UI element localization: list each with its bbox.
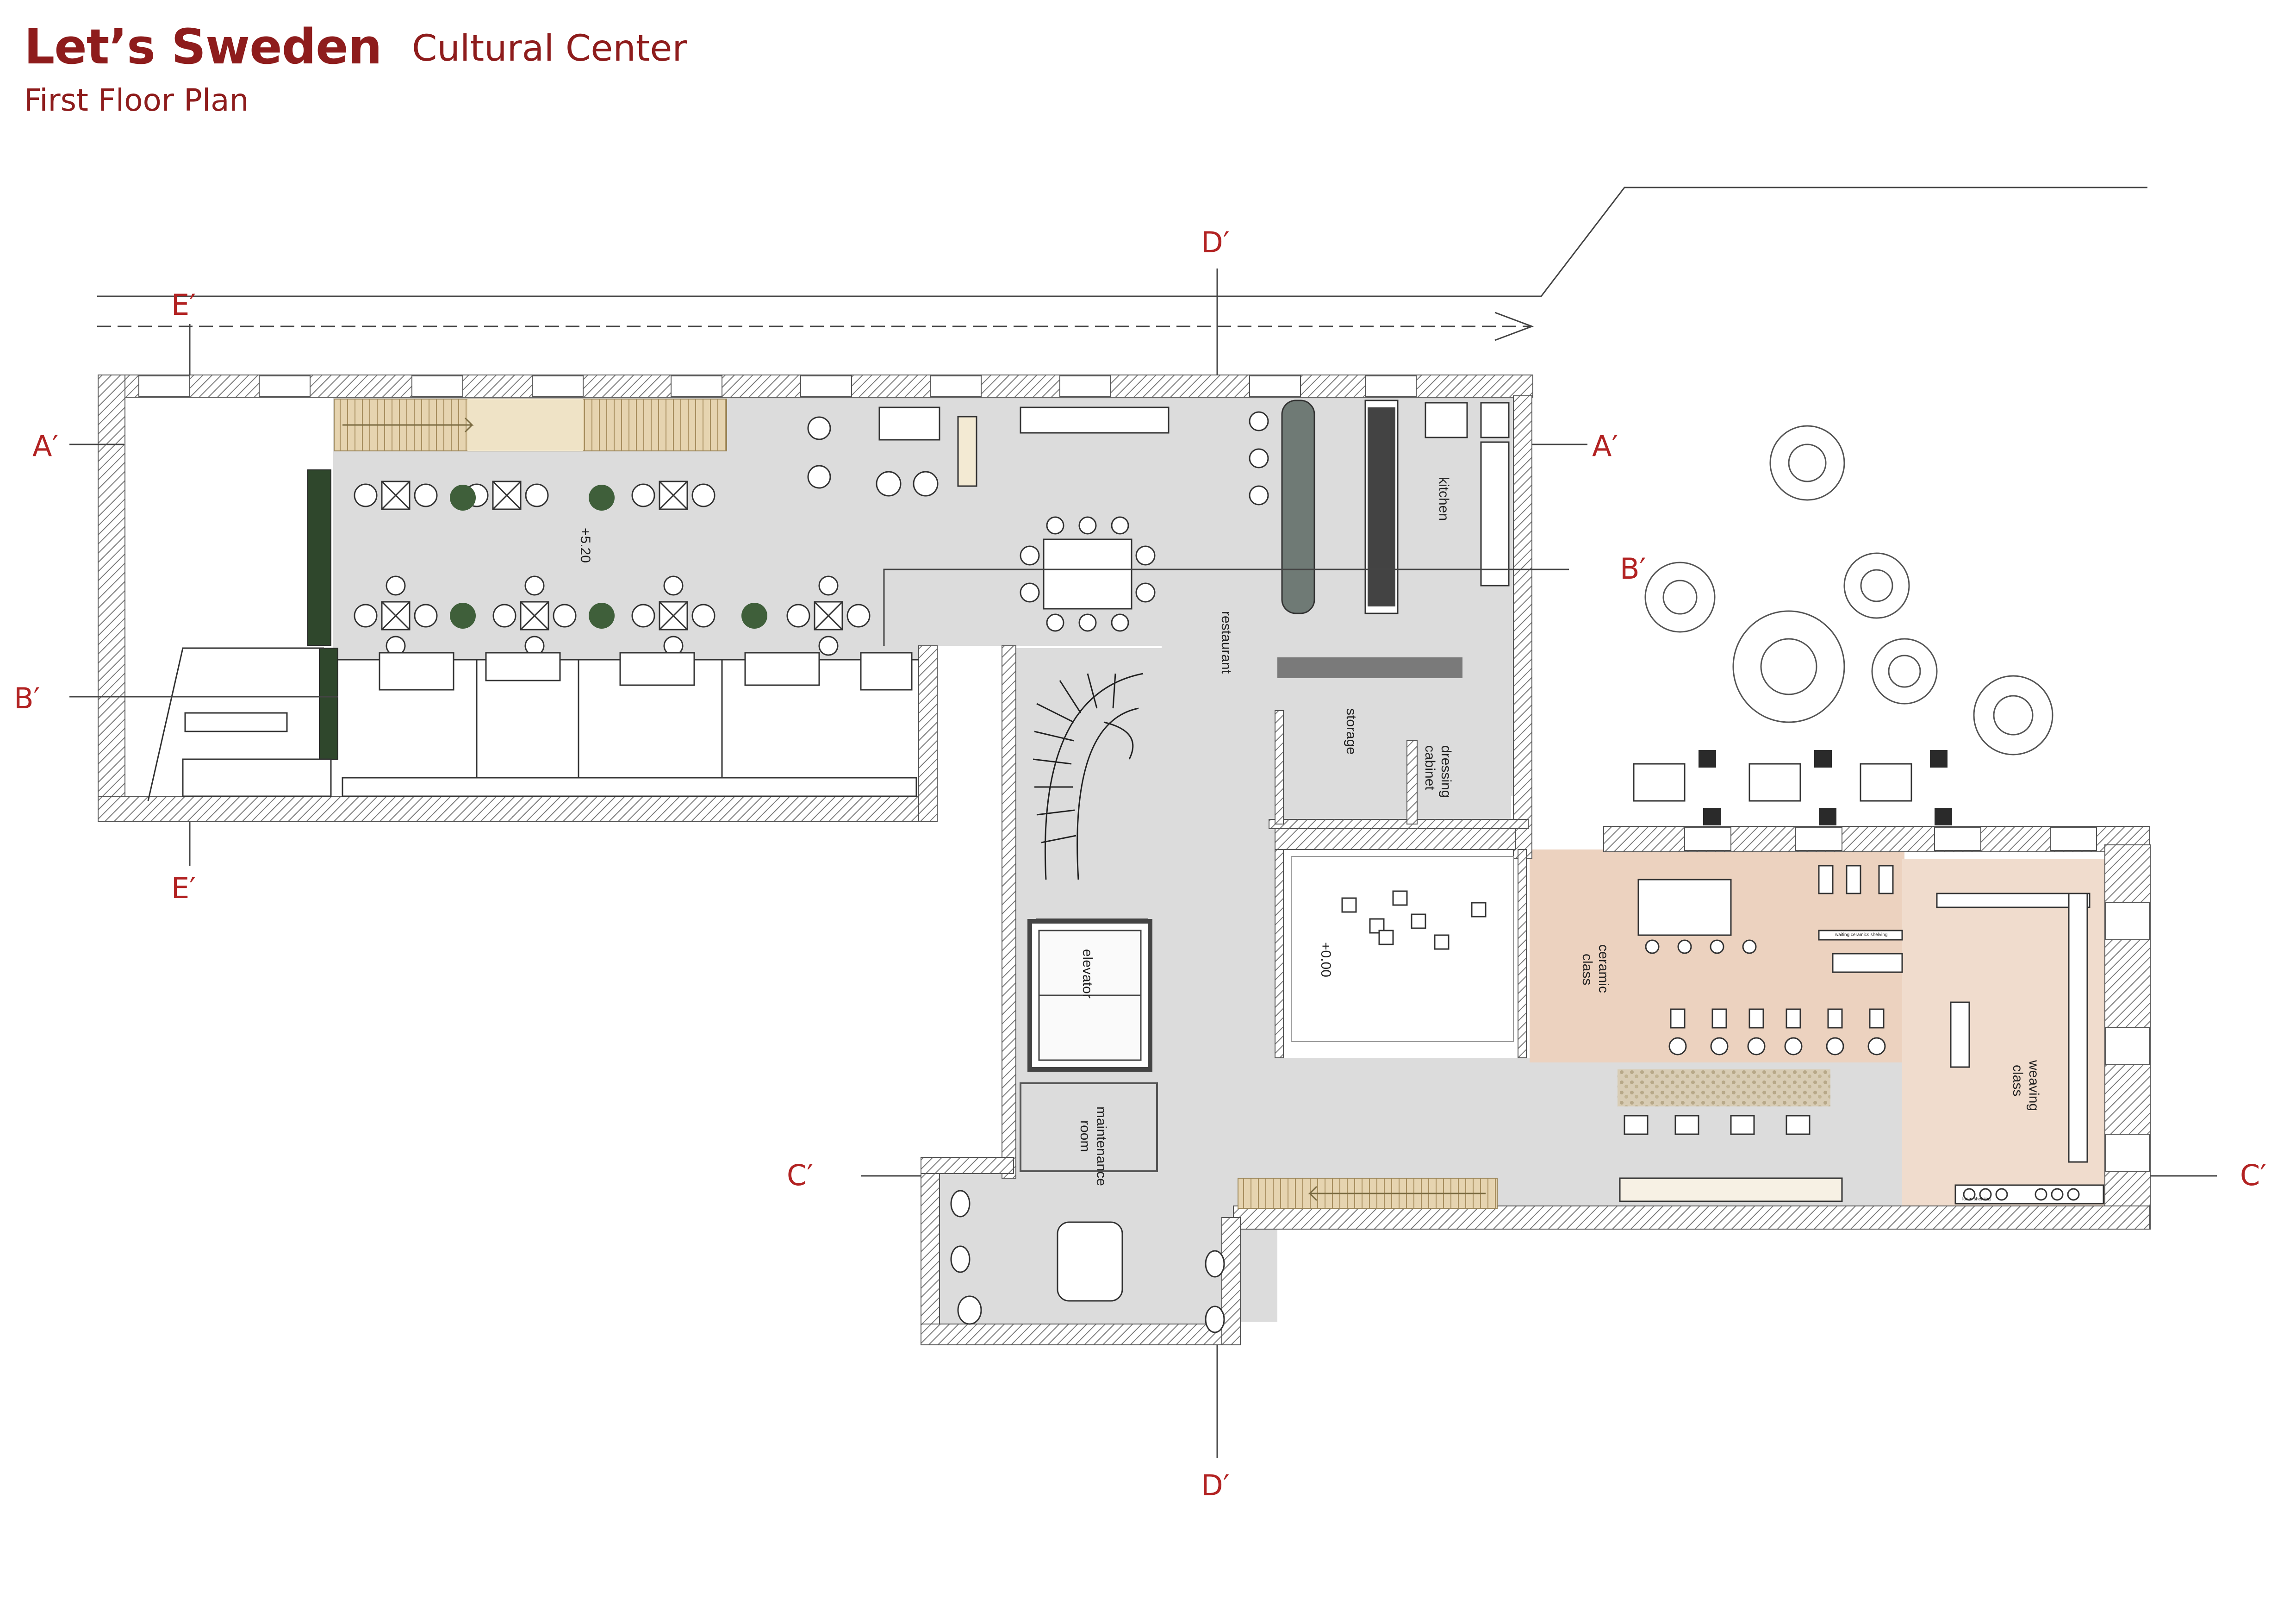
outdoor-terrace [1633, 763, 1912, 802]
section-marker-b-right: B′ [1620, 552, 1646, 586]
level-upper: +5.20 [578, 528, 593, 563]
room-label-elevator: elevator [1080, 949, 1095, 999]
table-crosses [381, 481, 843, 631]
section-marker-c-right: C′ [2240, 1158, 2266, 1192]
kitchen-equipment [1364, 400, 1510, 614]
page-subtitle: Cultural Center [412, 28, 687, 69]
stairs [334, 399, 1498, 1209]
planter-boxes [307, 469, 338, 760]
site-lines [97, 187, 2147, 341]
room-label-dressing: dressing [1438, 745, 1454, 798]
room-label-storage: storage [1344, 708, 1359, 755]
section-marker-c-left: C′ [787, 1158, 813, 1192]
room-label-restaurant: restaurant [1219, 611, 1234, 674]
section-marker-e-bottom: E′ [171, 871, 196, 905]
lower-corridor-benches [1619, 1115, 1843, 1202]
room-label-class: class [1580, 954, 1595, 985]
page-title: Let’s Sweden [24, 19, 382, 75]
weaving-class-furniture [1936, 893, 2104, 1205]
section-lines [69, 269, 2217, 1458]
plants [450, 485, 767, 629]
section-marker-a-right: A′ [1592, 429, 1618, 463]
west-wing-rooms [147, 647, 919, 801]
room-label-weaving: weaving [2026, 1060, 2041, 1111]
service-counter [1277, 657, 1462, 678]
room-label-cabinet: cabinet [1422, 745, 1437, 790]
pebble-bench [1618, 1069, 1830, 1106]
room-label-kitchen: kitchen [1436, 477, 1451, 521]
toilet-fixtures [950, 1190, 1225, 1333]
section-marker-d-top: D′ [1201, 225, 1230, 259]
section-marker-a-left: A′ [32, 429, 59, 463]
room-label-maintenance: maintenance [1094, 1106, 1109, 1186]
bar-counter [1281, 400, 1315, 614]
ceramic-class-furniture [1637, 865, 1903, 1056]
section-marker-e-top: E′ [171, 288, 196, 322]
plan-name: First Floor Plan [24, 82, 249, 118]
label-shelving: waiting ceramics shelving [1835, 932, 1887, 937]
section-marker-d-bottom: D′ [1201, 1468, 1230, 1502]
restaurant-chairs [354, 411, 1269, 656]
level-lower: +0.00 [1318, 942, 1333, 977]
label-loom-shelving: loom shelving [1962, 1197, 1991, 1202]
room-label-room: room [1077, 1120, 1093, 1152]
outdoor-stools [1699, 750, 1952, 825]
section-marker-b-left: B′ [14, 681, 40, 715]
maintenance-room-outline [1020, 1082, 1158, 1172]
room-label-ceramic: ceramic [1596, 944, 1611, 993]
north-windows [138, 375, 2150, 1172]
room-label-weaving-class: class [2010, 1065, 2025, 1096]
trees [1644, 425, 2053, 756]
elevator-shaft [1027, 919, 1152, 1072]
exhibition-objects [1291, 856, 1514, 1042]
